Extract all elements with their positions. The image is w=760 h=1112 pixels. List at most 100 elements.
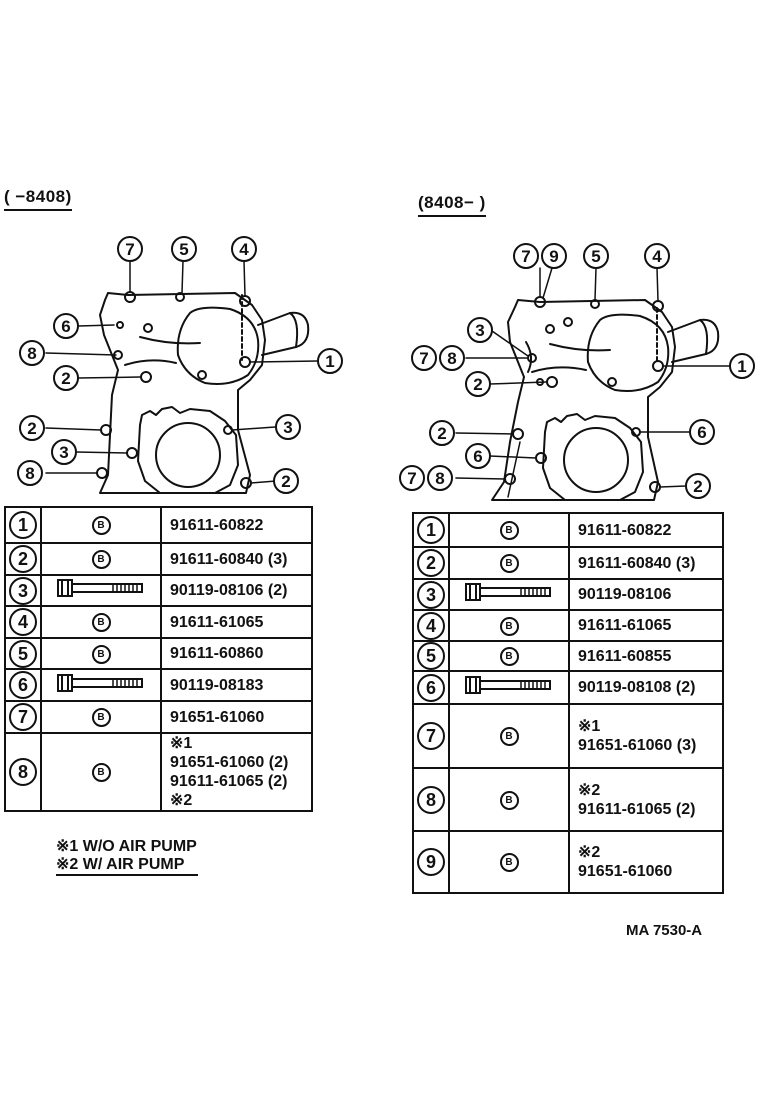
r-c8b-ring [427, 465, 453, 491]
part-number-cell: 91611-61065 [160, 605, 313, 639]
item-number: 3 [417, 580, 445, 609]
hex-bolt-icon [465, 676, 551, 694]
part-symbol-cell: B [448, 512, 570, 548]
flange-bolt-symbol-icon: B [499, 554, 519, 573]
left-water-inlet [257, 311, 310, 356]
part-symbol-cell: B [40, 637, 162, 670]
part-symbol-cell [448, 670, 570, 705]
item-number-cell: 1 [4, 506, 42, 544]
l-c5-ring [171, 236, 197, 262]
item-number: 7 [417, 722, 445, 750]
part-symbol-cell: B [448, 767, 570, 832]
r-c7-label: 7 [521, 247, 530, 266]
r-c9-ring [541, 243, 567, 269]
left-parts-row: 2 B 91611-60840 (3) [4, 542, 313, 576]
flange-bolt-symbol-icon: B [499, 853, 519, 872]
part-number: 91611-60855 [578, 647, 672, 665]
item-number-cell: 5 [412, 640, 450, 672]
part-number: 91611-60822 [170, 516, 264, 534]
item-number-cell: 5 [4, 637, 42, 670]
part-number-cell: 91611-60855 [568, 640, 724, 672]
part-number: 91611-61065 (2) [170, 773, 288, 790]
item-number-cell: 8 [4, 732, 42, 812]
item-number: 4 [9, 608, 37, 636]
left-range-text: ( −8408) [4, 187, 72, 206]
left-range-label: ( −8408) [4, 187, 72, 211]
flange-bolt-symbol-icon: B [91, 613, 111, 632]
item-number: 5 [417, 642, 445, 670]
hex-bolt-icon [57, 673, 143, 692]
left-cover-outline [99, 292, 266, 494]
part-symbol-cell [448, 578, 570, 611]
part-number: ※2 [578, 844, 601, 861]
left-parts-row: 7 B 91651-61060 [4, 700, 313, 734]
part-symbol-cell: B [448, 703, 570, 769]
l-c2b-ring [19, 415, 45, 441]
part-number: 91651-61060 (3) [578, 737, 697, 754]
l-c2c-ring [273, 468, 299, 494]
r-c3-label: 3 [475, 321, 484, 340]
right-range-label: (8408− ) [418, 193, 486, 217]
flange-bolt-symbol-icon: B [91, 550, 111, 569]
r-c9-label: 9 [549, 247, 558, 266]
flange-bolt-symbol-icon: B [91, 516, 111, 535]
left-notes: ※1 W/O AIR PUMP ※2 W/ AIR PUMP [56, 838, 199, 876]
right-range-text: (8408− ) [418, 193, 486, 212]
part-number: 91611-60840 (3) [578, 554, 696, 572]
part-number: 91651-61060 (2) [170, 754, 289, 771]
flange-bolt-symbol-icon: B [91, 708, 111, 727]
right-crank-gear [542, 413, 644, 501]
right-parts-row: 5 B 91611-60855 [412, 640, 724, 672]
flange-bolt-symbol-icon: B [499, 647, 519, 666]
item-number: 8 [417, 785, 445, 814]
part-number-cell: 90119-08183 [160, 668, 313, 702]
item-number: 7 [9, 703, 37, 731]
r-c4-ring [644, 243, 670, 269]
r-c6a-label: 6 [697, 423, 706, 442]
right-leader-lines [455, 267, 731, 498]
part-number: ※1 [578, 718, 601, 735]
part-symbol-cell: B [448, 830, 570, 894]
part-number-cell: 91611-60840 (3) [568, 546, 724, 580]
flange-bolt-symbol-icon: B [499, 790, 519, 810]
hex-bolt-icon [57, 579, 143, 597]
l-c8a-label: 8 [27, 344, 36, 363]
item-number: 2 [9, 545, 37, 573]
part-number-cell: 91651-61060 [160, 700, 313, 734]
part-number: 91611-60840 (3) [170, 550, 288, 568]
item-number: 1 [417, 516, 445, 544]
l-c1-label: 1 [325, 352, 334, 371]
part-number: 90119-08106 (2) [170, 582, 288, 599]
part-number-cell: 91611-61065 [568, 609, 724, 642]
l-c8b-ring [17, 460, 43, 486]
right-water-pump-housing [586, 313, 670, 392]
part-number-cell: 90119-08106 (2) [160, 574, 313, 607]
right-cover-outline [491, 299, 676, 501]
l-c4-ring [231, 236, 257, 262]
r-c4-label: 4 [652, 247, 662, 266]
l-c8a-ring [19, 340, 45, 366]
l-c8b-label: 8 [25, 464, 34, 483]
part-symbol-cell: B [448, 546, 570, 580]
item-number-cell: 4 [4, 605, 42, 639]
r-c1-label: 1 [737, 357, 746, 376]
item-number-cell: 9 [412, 830, 450, 894]
item-number-cell: 6 [412, 670, 450, 705]
flange-bolt-symbol-icon: B [499, 521, 519, 540]
l-c3b-label: 3 [59, 443, 68, 462]
r-c2a-ring [465, 371, 491, 397]
r-c1-ring [729, 353, 755, 379]
left-range-underline [4, 209, 72, 211]
l-c2a-label: 2 [61, 369, 70, 388]
l-c5-label: 5 [179, 240, 188, 259]
